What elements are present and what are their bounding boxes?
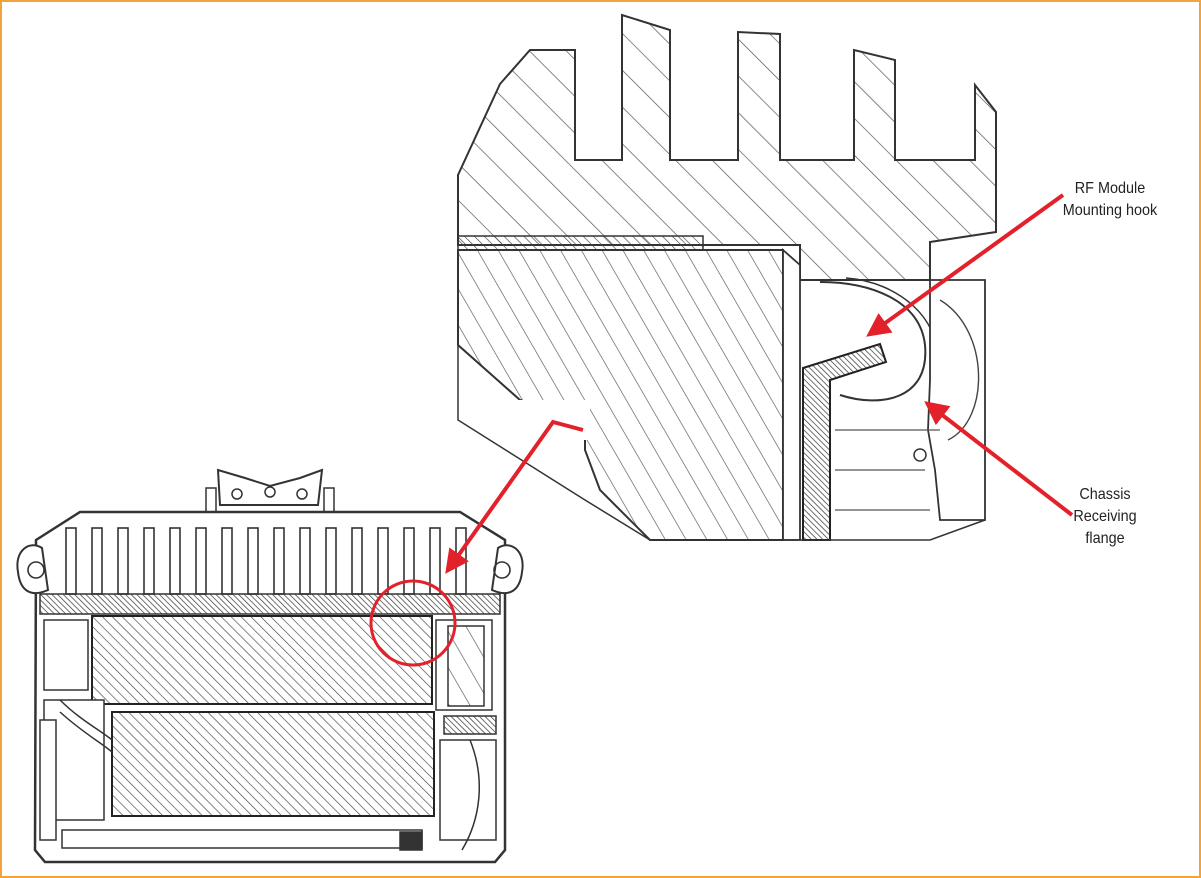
rf-module-block <box>458 250 783 540</box>
label-chassis-flange: Chassis Receiving flange <box>1051 484 1159 550</box>
label-hook-line1: RF Module <box>1047 178 1173 200</box>
receiving-flange <box>820 282 925 400</box>
detail-view <box>458 15 996 540</box>
label-flange-line2: Receiving <box>1051 506 1159 528</box>
unit-view <box>17 470 522 862</box>
module-wall <box>783 250 800 540</box>
unit-rf-module <box>92 616 432 704</box>
label-flange-line1: Chassis <box>1051 484 1159 506</box>
label-hook-line2: Mounting hook <box>1047 200 1173 222</box>
thermal-pad <box>458 236 703 250</box>
unit-lower-module <box>112 712 434 816</box>
chassis-fastener <box>914 449 926 461</box>
label-flange-line3: flange <box>1051 528 1159 550</box>
right-ear <box>492 545 523 593</box>
label-rf-module-hook: RF Module Mounting hook <box>1047 178 1173 222</box>
unit-heatsink-base <box>40 594 500 614</box>
